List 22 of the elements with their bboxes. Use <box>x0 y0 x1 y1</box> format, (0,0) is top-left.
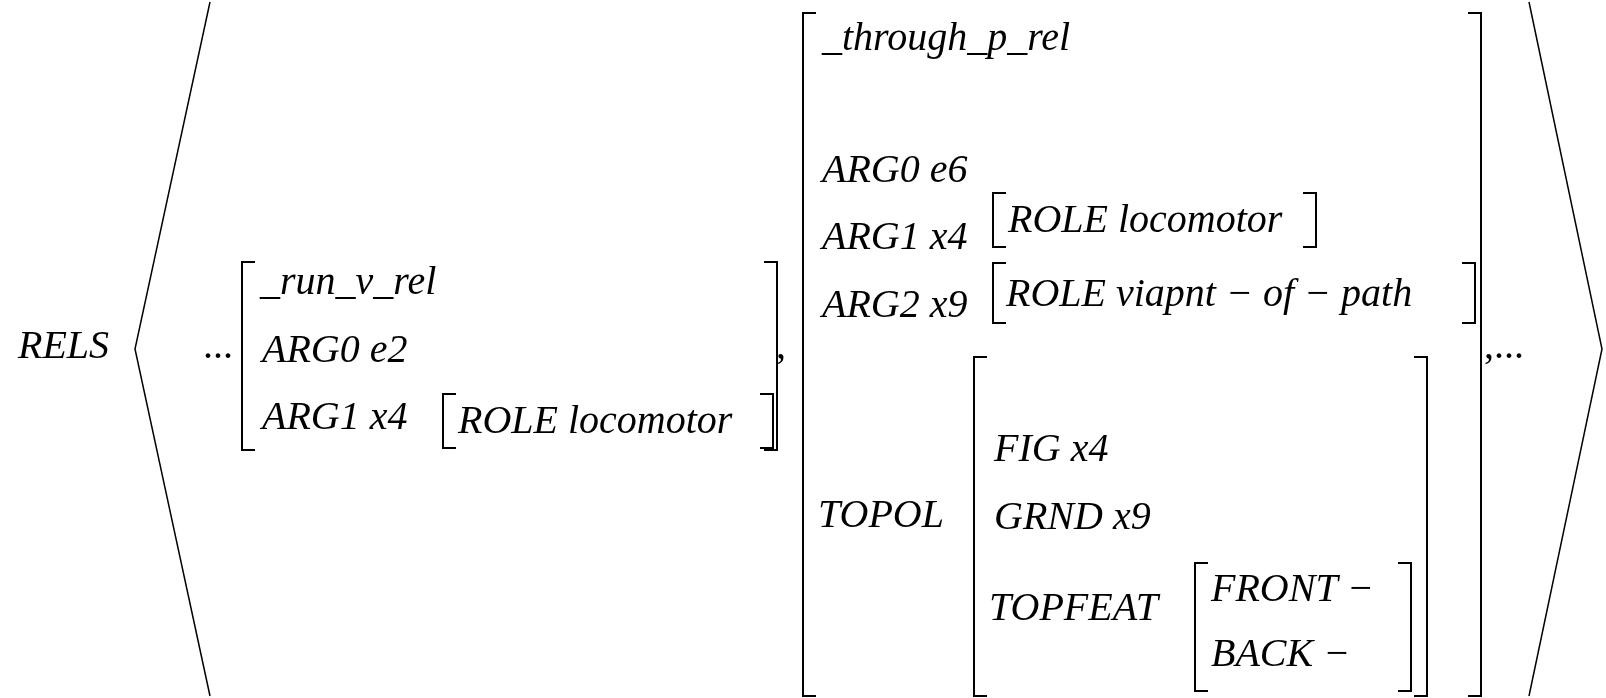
angle-bracket-list <box>133 0 1604 698</box>
feature-text: _through_p_rel <box>822 14 1071 60</box>
feature-text: ROLE viapnt − of − path <box>1006 270 1413 316</box>
punctuation-text: ,... <box>1484 322 1524 368</box>
feature-text: FIG x4 <box>994 425 1109 471</box>
punctuation-text: ... <box>203 322 233 368</box>
feature-text: ARG0 e6 <box>822 146 968 192</box>
punctuation-text: , <box>776 322 786 368</box>
feature-text: FRONT − <box>1211 565 1374 611</box>
bracketed-matrix <box>973 356 1428 697</box>
feature-text: ARG1 x4 <box>262 393 408 439</box>
feature-text: GRND x9 <box>994 493 1151 539</box>
feature-text: ARG1 x4 <box>822 213 968 259</box>
feature-text: BACK − <box>1211 630 1351 676</box>
feature-text: ARG0 e2 <box>262 326 408 372</box>
feature-text: ARG2 x9 <box>822 281 968 327</box>
feature-text: TOPOL <box>818 491 944 537</box>
feature-text: _run_v_rel <box>260 258 437 304</box>
bracketed-matrix <box>802 12 1482 697</box>
feature-text: ROLE locomotor <box>458 397 733 443</box>
feature-text: ROLE locomotor <box>1008 196 1283 242</box>
list-heading: RELS <box>18 322 110 368</box>
